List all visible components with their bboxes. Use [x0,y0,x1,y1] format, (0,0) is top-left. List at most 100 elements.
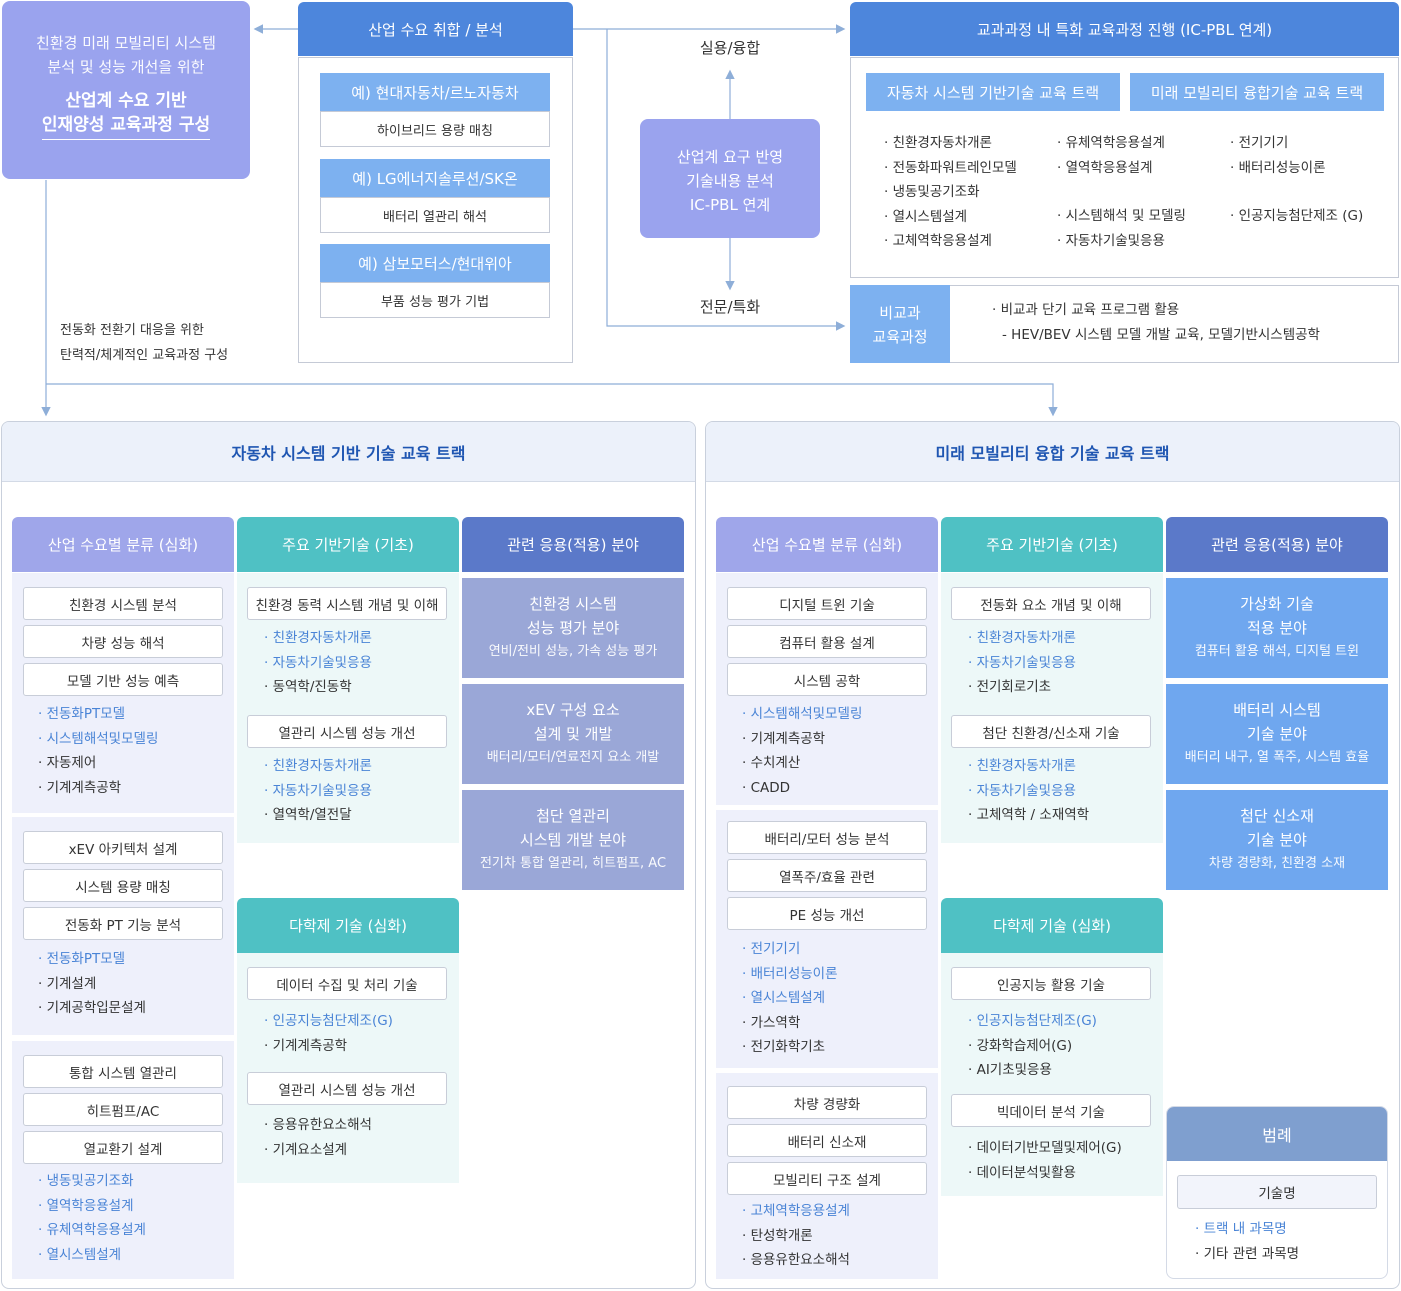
course-item: · 인공지능첨단제조(G) [968,1013,1097,1029]
course-item: · 자동제어 [38,755,97,771]
course-item: · 자동차기술및응용 [264,654,372,671]
course-item: · 응용유한요소해석 [264,1117,372,1133]
tech-item: 첨단 친환경/신소재 기술 [951,715,1151,748]
tech-item: 열관리 시스템 성능 개선 [247,715,447,748]
right-app-1: 가상화 기술 적용 분야 컴퓨터 활용 해석, 디지털 트윈 [1166,578,1388,678]
legend-track-course: · 트랙 내 과목명 [1195,1221,1287,1237]
app-desc: 배터리/모터/연료전지 요소 개발 [486,750,660,765]
tech-item: 히트펌프/AC [23,1093,223,1126]
tech-item: 컴퓨터 활용 설계 [727,625,927,658]
course-item: · 고체역학응용설계 [884,233,992,249]
app-title-2: 기술 분야 [1247,725,1307,743]
course-item: · 자동차기술및응용 [968,654,1076,671]
curriculum-col3a: · 전기기기 · 배터리성능이론 [1230,131,1326,180]
tech-item: 친환경 시스템 분석 [23,587,223,620]
course-item: · 친환경자동차개론 [264,630,372,646]
course-item: · 탄성학개론 [742,1227,813,1244]
noncurr-line2: - HEV/BEV 시스템 모델 개발 교육, 모델기반시스템공학 [1002,326,1320,343]
example-3-head: 예) 삼보모터스/현대위아 [320,244,550,282]
example-2-head: 예) LG에너지솔루션/SK온 [320,159,550,197]
app-title-1: 가상화 기술 [1240,595,1314,613]
curriculum-col1: · 친환경자동차개론 · 전동화파워트레인모델 · 냉동및공기조화 · 열시스템… [884,131,1017,254]
course-item: · 친환경자동차개론 [884,135,992,151]
legend: 범례 기술명 · 트랙 내 과목명 · 기타 관련 과목명 [1166,1106,1388,1279]
tech-item: 통합 시스템 열관리 [23,1055,223,1088]
tech-item: 차량 경량화 [727,1086,927,1119]
industry-title: 산업 수요 취합 / 분석 [298,2,573,56]
course-item: · 자동차기술및응용 [968,782,1076,799]
course-item: · 열시스템설계 [38,1246,122,1263]
curriculum-col2a: · 유체역학응용설계 · 열역학응용설계 [1057,131,1165,180]
course-item: · 전기화학기초 [742,1039,826,1055]
note-1: 전동화 전환기 대응을 위한 [60,323,204,338]
course-item: · 기계요소설계 [264,1141,348,1158]
right-basic-head: 주요 기반기술 (기초) [941,517,1163,572]
course-item: · 고체역학 / 소재역학 [968,807,1090,823]
app-desc: 컴퓨터 활용 해석, 디지털 트윈 [1194,644,1360,659]
course-item: · 강화학습제어(G) [968,1037,1073,1054]
app-title-1: 첨단 신소재 [1240,807,1314,825]
app-title-1: xEV 구성 요소 [526,701,620,719]
course-list: · 고체역학응용설계 · 탄성학개론 · 응용유한요소해석 [742,1199,850,1273]
right-demand-head: 산업 수요별 분류 (심화) [716,517,938,572]
left-app-3: 첨단 열관리 시스템 개발 분야 전기차 통합 열관리, 히트펌프, AC [462,790,684,890]
course-item: · 유체역학응용설계 [1057,135,1165,151]
tech-item: 시스템 공학 [727,663,927,696]
app-title-2: 기술 분야 [1247,831,1307,849]
tech-item: 배터리/모터 성능 분석 [727,821,927,854]
left-demand-head: 산업 수요별 분류 (심화) [12,517,234,572]
course-item: · 데이터분석및활용 [968,1164,1076,1181]
app-desc: 전기차 통합 열관리, 히트펌프, AC [479,856,667,871]
course-item: · 유체역학응용설계 [38,1222,146,1238]
tech-item: 디지털 트윈 기술 [727,587,927,620]
left-app-head: 관련 응용(적용) 분야 [462,517,684,572]
tech-item: 빅데이터 분석 기술 [951,1094,1151,1127]
left-multi-head: 다학제 기술 (심화) [237,898,459,953]
tech-item: 전동화 요소 개념 및 이해 [951,587,1151,620]
tech-item: 열폭주/효율 관련 [727,859,927,892]
app-title-2: 시스템 개발 분야 [519,831,627,849]
course-item: · 냉동및공기조화 [38,1173,134,1189]
right-app-2: 배터리 시스템 기술 분야 배터리 내구, 열 폭주, 시스템 효율 [1166,684,1388,784]
course-item: · 인공지능첨단제조 (G) [1230,208,1364,224]
noncurr-label1: 비교과 [879,304,921,322]
course-item: · 기계계측공학 [264,1037,348,1054]
app-title-2: 성능 평가 분야 [526,619,620,637]
course-item: · 열역학응용설계 [38,1197,134,1214]
tech-item: PE 성능 개선 [727,897,927,930]
course-item: · 기계공학입문설계 [38,1000,146,1016]
tech-item: 데이터 수집 및 처리 기술 [247,967,447,1000]
course-item: · 열역학응용설계 [1057,159,1153,176]
course-list: · 냉동및공기조화 · 열역학응용설계 · 유체역학응용설계 · 열시스템설계 [38,1169,146,1267]
right-multi-head: 다학제 기술 (심화) [941,898,1163,953]
noncurr-label: 비교과 교육과정 [850,285,950,363]
course-list: · 친환경자동차개론 · 자동차기술및응용 · 동역학/진동학 [264,626,372,700]
curriculum-col2b: · 시스템해석 및 모델링 · 자동차기술및응용 [1057,204,1186,253]
left-app-2: xEV 구성 요소 설계 및 개발 배터리/모터/연료전지 요소 개발 [462,684,684,784]
course-item: · 가스역학 [742,1014,801,1031]
course-item: · 전기회로기초 [968,679,1052,695]
course-item: · 냉동및공기조화 [884,184,980,200]
tech-item: 차량 성능 해석 [23,625,223,658]
noncurr-text: · 비교과 단기 교육 프로그램 활용 - HEV/BEV 시스템 모델 개발 … [992,298,1320,347]
course-list: · 전동화PT모델 · 시스템해석및모델링 · 자동제어 · 기계계측공학 [38,702,158,800]
course-item: · 고체역학응용설계 [742,1203,850,1219]
course-item: · 전동화PT모델 [38,706,126,722]
left-track-title: 자동차 시스템 기반 기술 교육 트랙 [2,422,695,482]
course-item: · 응용유한요소해석 [742,1252,850,1268]
course-item: · 친환경자동차개론 [968,630,1076,646]
course-item: · 시스템해석 및 모델링 [1057,208,1186,224]
course-list: · 전기기기 · 배터리성능이론 · 열시스템설계 · 가스역학 · 전기화학기… [742,937,838,1060]
course-item: · 전동화PT모델 [38,951,126,967]
curriculum-title: 교과과정 내 특화 교육과정 진행 (IC-PBL 연계) [850,2,1399,56]
course-item: · 기계계측공학 [742,730,826,747]
legend-tech: 기술명 [1177,1175,1377,1209]
noncurr-line1: · 비교과 단기 교육 프로그램 활용 [992,302,1180,318]
course-item: · 열역학/열전달 [264,807,352,823]
course-list: · 친환경자동차개론 · 자동차기술및응용 · 고체역학 / 소재역학 [968,754,1089,828]
tech-item: 인공지능 활용 기술 [951,967,1151,1000]
course-list: · 데이터기반모델및제어(G) · 데이터분석및활용 [968,1136,1122,1185]
course-item: · 전기기기 [1230,135,1289,151]
center-line1: 산업계 요구 반영 [676,148,784,166]
goal-line1: 친환경 미래 모빌리티 시스템 [36,34,216,52]
